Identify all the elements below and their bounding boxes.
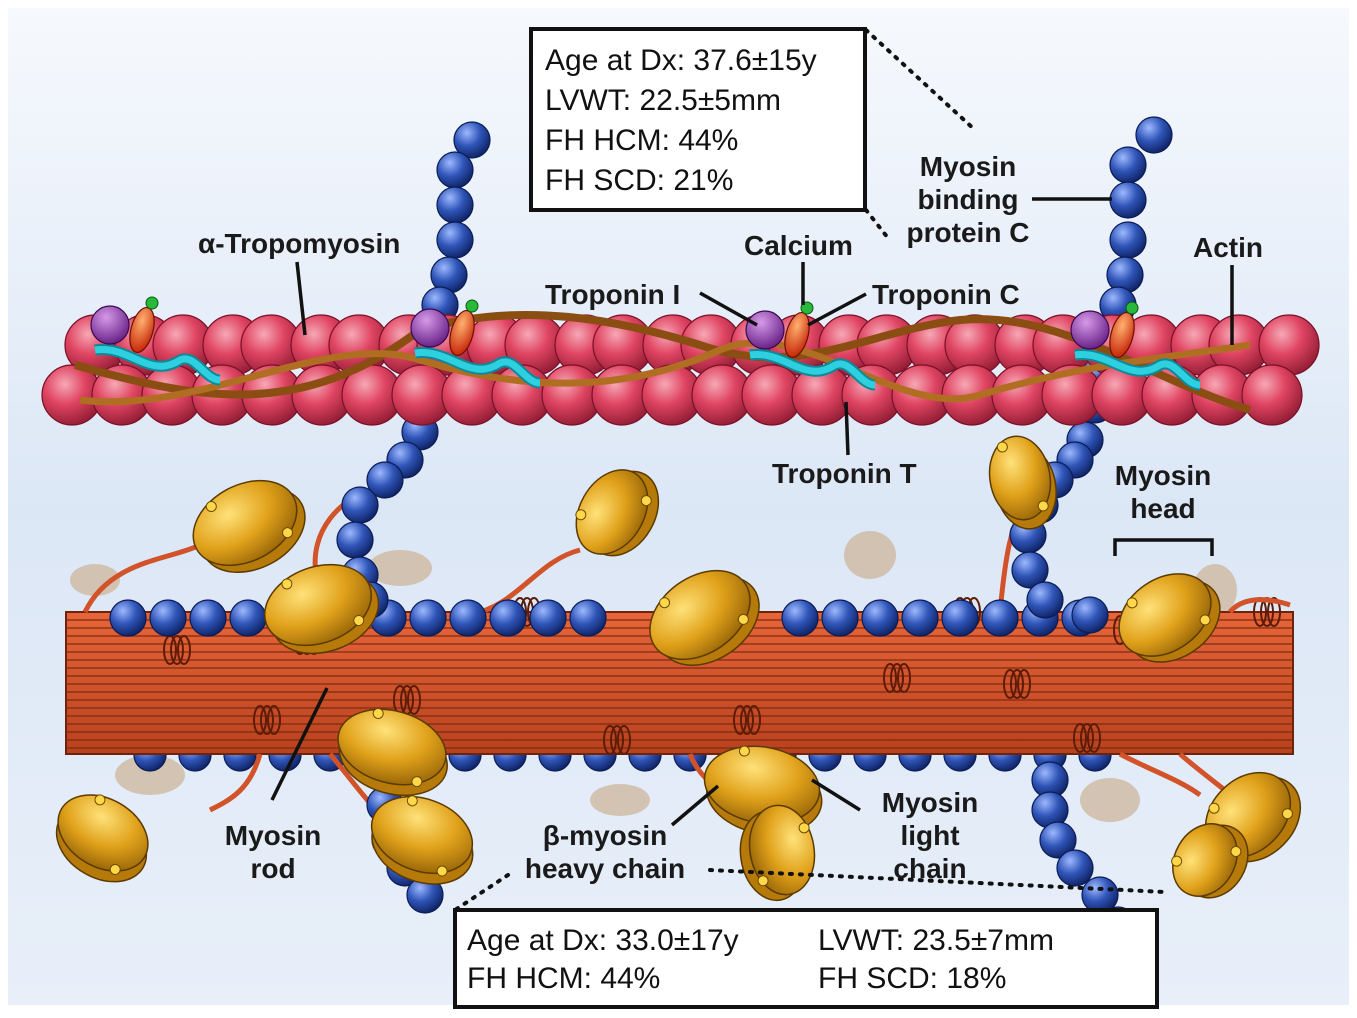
top-box-fh-scd: FH SCD: 21% <box>545 164 733 197</box>
mybpc-bead <box>230 600 266 636</box>
label-mybpc-line1: Myosin <box>920 151 1016 182</box>
label-actin: Actin <box>1193 232 1263 263</box>
label-light-chain-line1: Myosin <box>882 787 978 818</box>
label-troponin-t: Troponin T <box>772 458 917 489</box>
label-mybpc-line3: protein C <box>907 217 1030 248</box>
bottom-box-age: Age at Dx: 33.0±17y <box>467 924 739 957</box>
calcium-ion <box>1126 302 1138 314</box>
top-box-fh-hcm: FH HCM: 44% <box>545 124 738 157</box>
mybpc-bead <box>410 600 446 636</box>
mybpc-bead <box>1110 147 1146 183</box>
label-tropomyosin: α-Tropomyosin <box>198 228 400 259</box>
mybpc-bead <box>1110 222 1146 258</box>
mybpc-bead <box>450 600 486 636</box>
mybpc-bead <box>437 152 473 188</box>
troponin-i <box>91 306 129 344</box>
label-bmhc-line1: β-myosin <box>543 820 667 851</box>
top-box-age: Age at Dx: 37.6±15y <box>545 44 817 77</box>
label-myosin-rod-line1: Myosin <box>225 820 321 851</box>
mybpc-bead <box>110 600 146 636</box>
mybpc-bead <box>530 600 566 636</box>
mybpc-bead <box>337 522 373 558</box>
troponin-i <box>1071 311 1109 349</box>
label-troponin-i: Troponin I <box>545 279 680 310</box>
mybpc-bead <box>862 600 898 636</box>
mybpc-bead <box>1136 117 1172 153</box>
troponin-i <box>411 309 449 347</box>
bottom-box-lvwt: LVWT: 23.5±7mm <box>818 924 1054 957</box>
mybpc-bead <box>982 600 1018 636</box>
mybpc-bead <box>942 600 978 636</box>
mybpc-bead <box>1110 182 1146 218</box>
actin-monomer <box>1242 365 1302 425</box>
mybpc-bead <box>1072 597 1108 633</box>
calcium-ion <box>146 297 158 309</box>
label-calcium: Calcium <box>744 230 853 261</box>
mybpc-bead <box>1057 850 1093 886</box>
label-mybpc-line2: binding <box>917 184 1018 215</box>
bottom-box-fh-hcm: FH HCM: 44% <box>467 962 660 995</box>
label-light-chain-line3: chain <box>893 853 966 884</box>
mybpc-bead <box>902 600 938 636</box>
label-myosin-head-line1: Myosin <box>1115 460 1211 491</box>
mybpc-bead <box>437 187 473 223</box>
mybpc-bead <box>342 487 378 523</box>
mybpc-bead <box>490 600 526 636</box>
bottom-info-box: Age at Dx: 33.0±17y FH HCM: 44% LVWT: 23… <box>455 910 1157 1007</box>
top-box-lvwt: LVWT: 22.5±5mm <box>545 84 781 117</box>
mybpc-bead <box>570 600 606 636</box>
mybpc-bead <box>150 600 186 636</box>
label-myosin-head-line2: head <box>1130 493 1195 524</box>
label-light-chain-line2: light <box>900 820 959 851</box>
mybpc-bead <box>822 600 858 636</box>
bottom-box-fh-scd: FH SCD: 18% <box>818 962 1006 995</box>
label-myosin-rod-line2: rod <box>250 853 295 884</box>
mybpc-bead <box>782 600 818 636</box>
top-info-box: Age at Dx: 37.6±15y LVWT: 22.5±5mm FH HC… <box>531 29 865 210</box>
label-troponin-c: Troponin C <box>872 279 1020 310</box>
calcium-ion <box>466 300 478 312</box>
mybpc-bead <box>190 600 226 636</box>
mybpc-bead <box>1027 582 1063 618</box>
mybpc-bead <box>437 222 473 258</box>
troponin-i <box>746 311 784 349</box>
label-bmhc-line2: heavy chain <box>525 853 685 884</box>
